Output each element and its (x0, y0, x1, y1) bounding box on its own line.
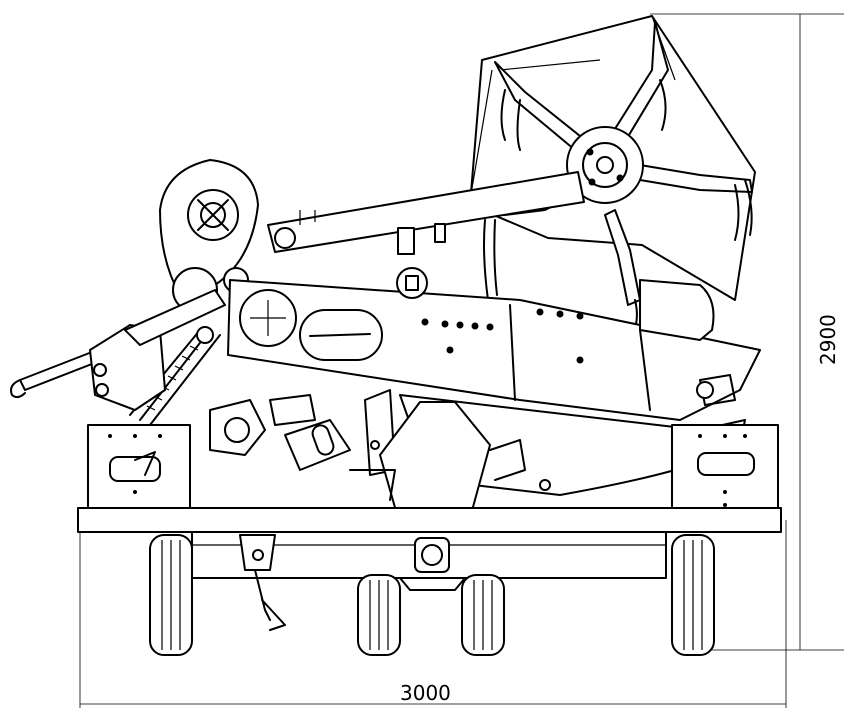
reel-assembly (469, 15, 756, 336)
left-side-box (87, 424, 191, 516)
center-hopper (349, 401, 526, 519)
reel-support-arm (267, 171, 585, 255)
right-side-box (671, 424, 779, 516)
wheel-center-right (461, 574, 505, 656)
wheel-right-outer (671, 534, 715, 656)
gearbox (209, 389, 396, 476)
hitch-drawbar (10, 289, 226, 411)
chassis-beam (77, 507, 782, 631)
wheel-left-outer (149, 534, 193, 656)
width-dimension-label: 3000 (400, 681, 451, 705)
width-dimension: 3000 (79, 520, 787, 708)
height-dimension: 2900 (650, 13, 844, 651)
height-dimension-label: 2900 (816, 314, 840, 365)
wheel-center-left (357, 574, 401, 656)
feeder-frame (227, 267, 761, 421)
